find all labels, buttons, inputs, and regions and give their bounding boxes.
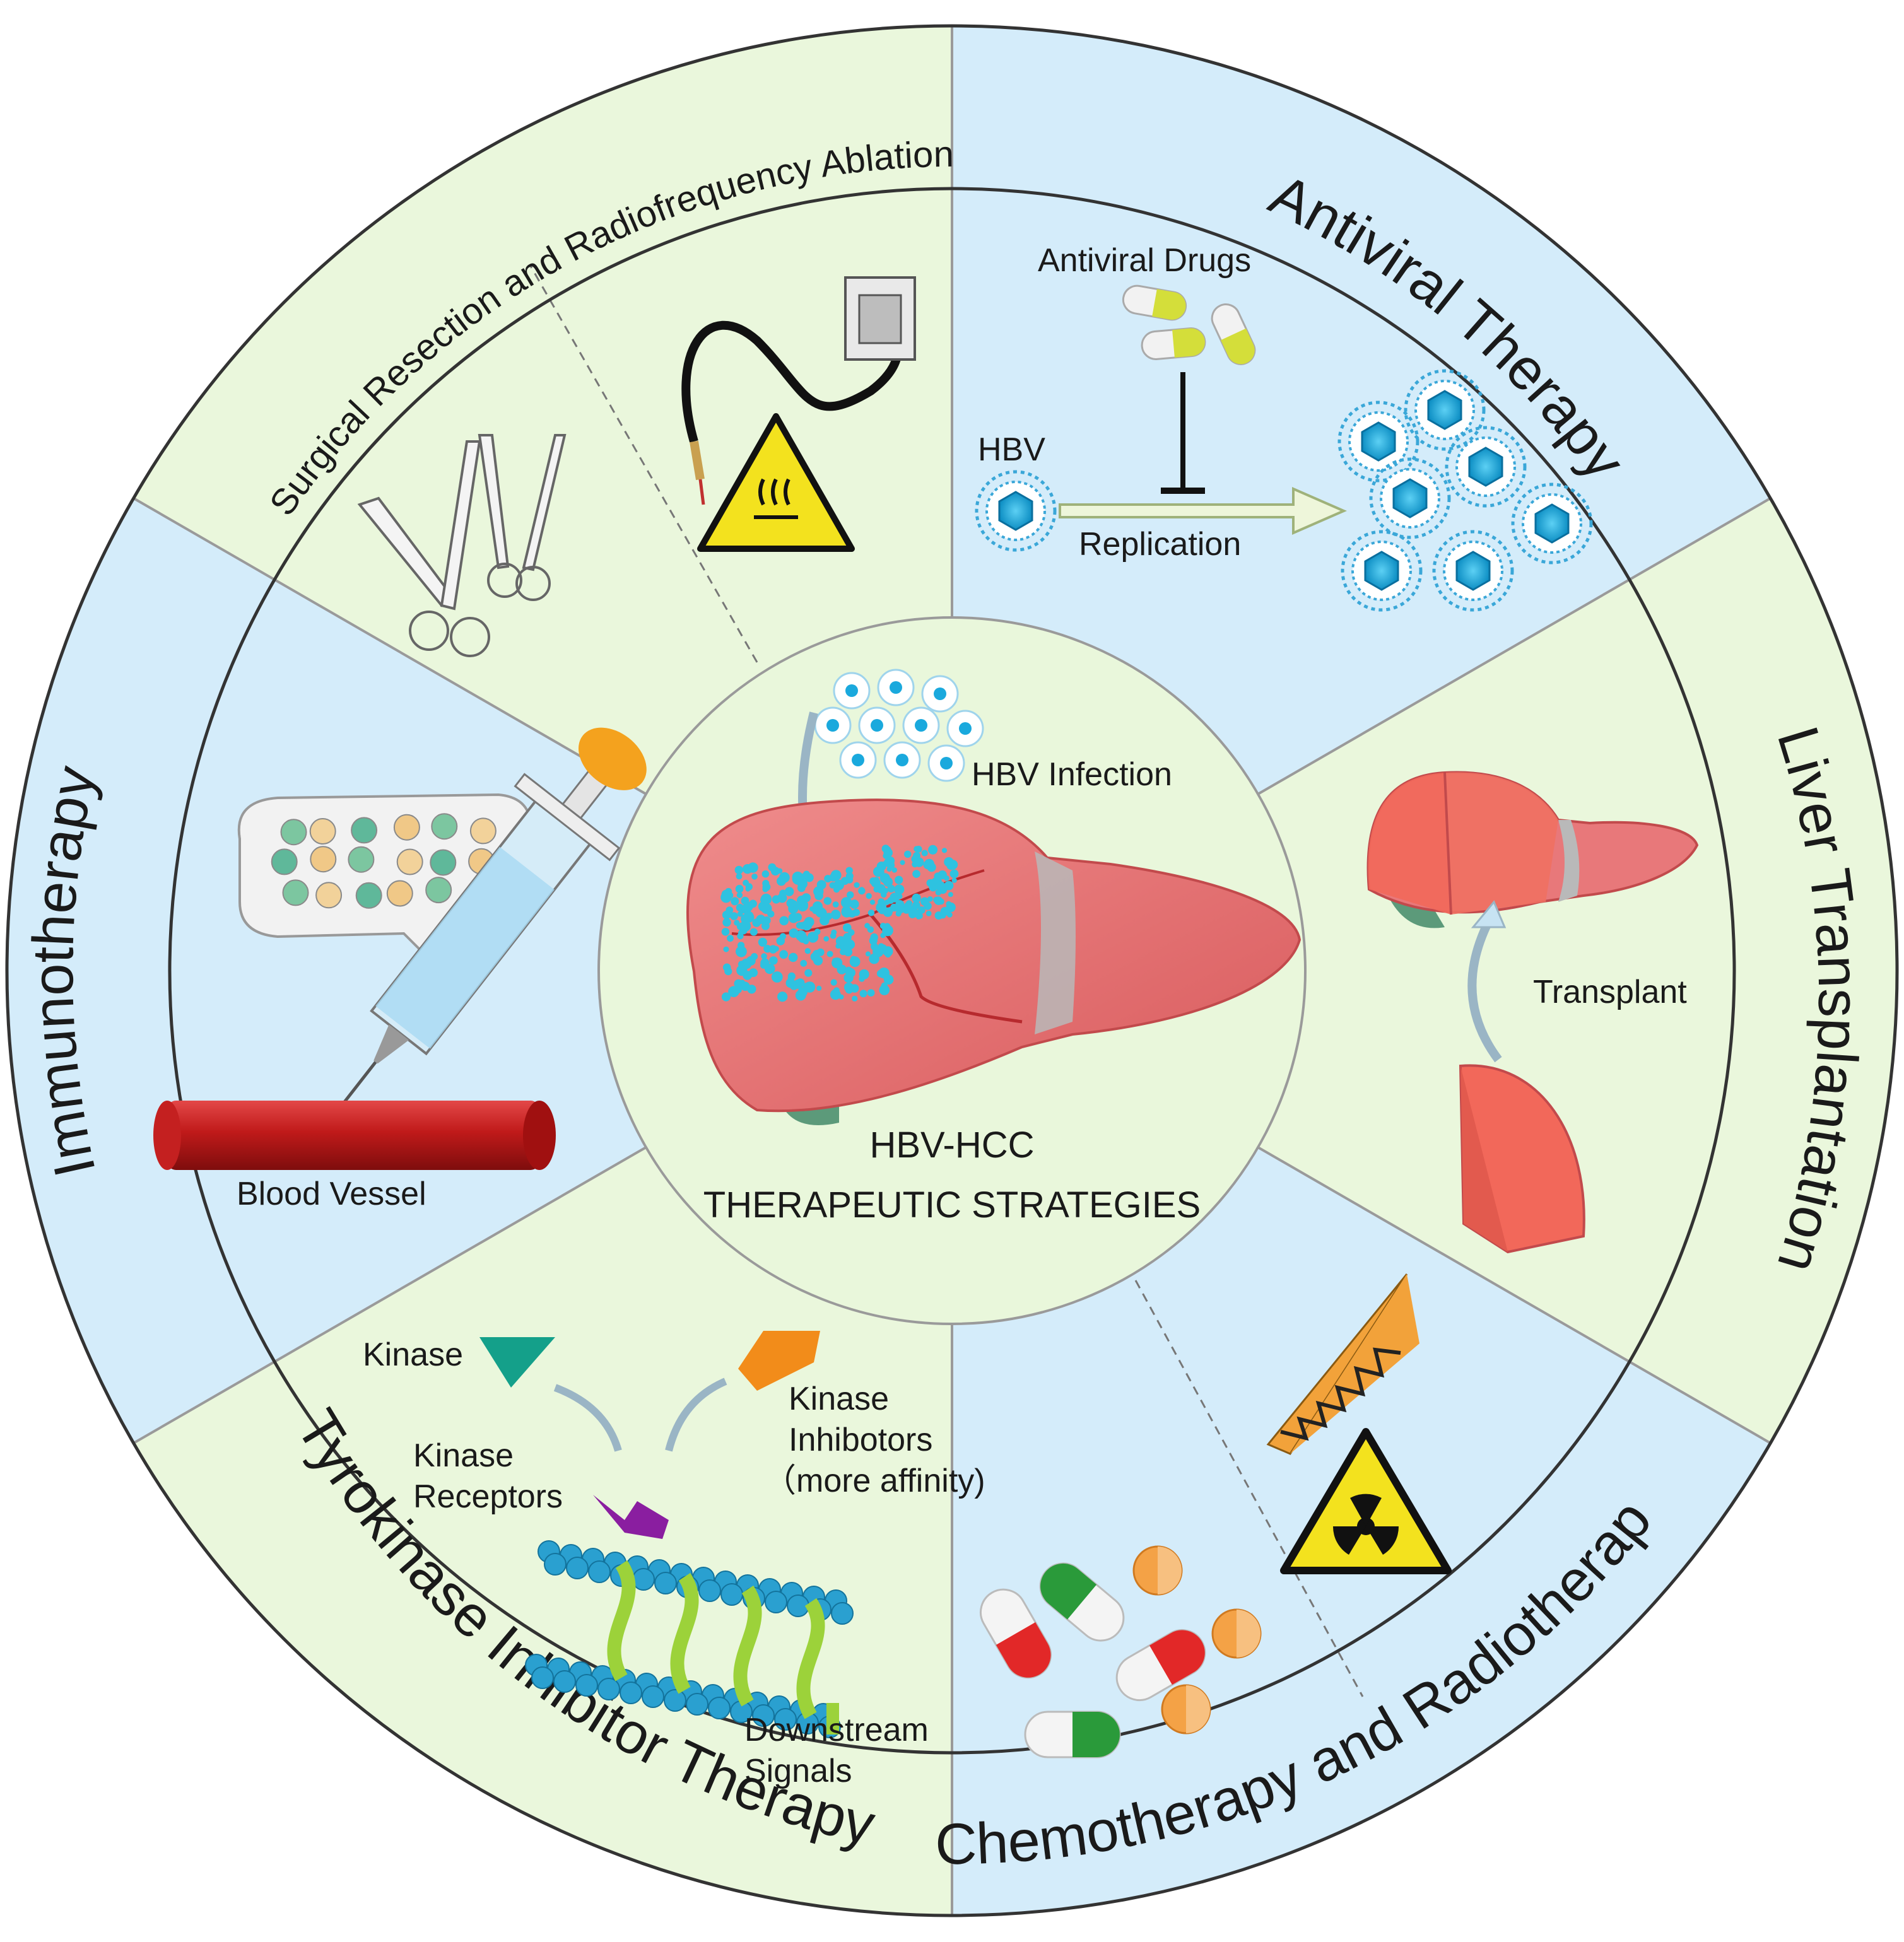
kinase-inhibitors-label-3: （more affinity) [763,1463,985,1499]
virus-icon [1337,401,1419,483]
hbv-infection-label: HBV Infection [972,756,1172,793]
virus-icon [839,741,877,779]
pill-icon [980,1545,1262,1758]
kinase-receptors-label-1: Kinase [413,1437,514,1474]
cell-membrane-icon [525,1495,854,1738]
center-title-line1: HBV-HCC [869,1125,1034,1166]
virus-icon [858,706,896,744]
virus-icon [1404,369,1486,451]
kinase-label: Kinase [363,1337,463,1373]
liver-icon [1366,771,1699,928]
virus-icon [1511,483,1593,564]
outer-ring [5,24,1899,1917]
transplant-arrow [1467,918,1502,1063]
blood-vessel-icon [153,1101,556,1170]
replication-arrow [1059,486,1347,535]
scissors-icon [357,440,490,657]
capsule-icon [1122,284,1256,365]
virus-cluster-center [814,669,984,782]
kinase-arrow-right [665,1378,727,1452]
virus-icon [946,710,984,747]
kinase-receptors-label-2: Receptors [413,1478,563,1515]
kinase-inhibitors-label-2: Inhibotors [789,1422,932,1458]
liver-icon [686,798,1302,1125]
virus-icon [833,672,871,710]
virus-icon [921,675,959,713]
virus-icon [902,706,940,744]
radiation-warning-icon [1280,1428,1452,1574]
virus-icon [975,470,1057,552]
forceps-icon [478,434,567,601]
radiation-wave-icon [1266,1273,1419,1455]
virus-icon [1369,457,1451,539]
blood-vessel-label: Blood Vessel [237,1176,426,1212]
liver-lobe-graft [1459,1064,1585,1254]
syringe-icon [324,727,647,1128]
transplant-label: Transplant [1533,974,1687,1010]
kinase-arrow-left [553,1384,622,1452]
downstream-label-1: Downstream [744,1712,929,1748]
virus-cluster [1337,369,1593,612]
virus-icon [927,744,965,782]
inhibition-line [1161,372,1205,494]
center-title-line2: THERAPEUTIC STRATEGIES [703,1185,1201,1225]
virus-icon [1341,530,1423,612]
virus-icon [877,669,915,706]
heat-warning-icon [697,413,855,552]
inner-ring [168,187,1736,1755]
virus-icon [1445,426,1527,508]
infected-cells [720,845,959,1002]
kinase-icon [479,1337,555,1388]
downstream-label-2: Signals [744,1753,852,1789]
kinase-inhibitors-label-1: Kinase [789,1381,889,1417]
replication-label: Replication [1079,526,1241,563]
antiviral-drugs-label: Antiviral Drugs [1038,242,1251,279]
virus-icon [883,741,921,779]
kinase-inhibitor-icon [738,1331,820,1391]
virus-icon [1432,530,1514,612]
virus-icon [814,706,852,744]
virus-icon [975,470,1057,552]
hbv-label: HBV [978,431,1045,468]
ablation-probe-icon [681,276,916,505]
